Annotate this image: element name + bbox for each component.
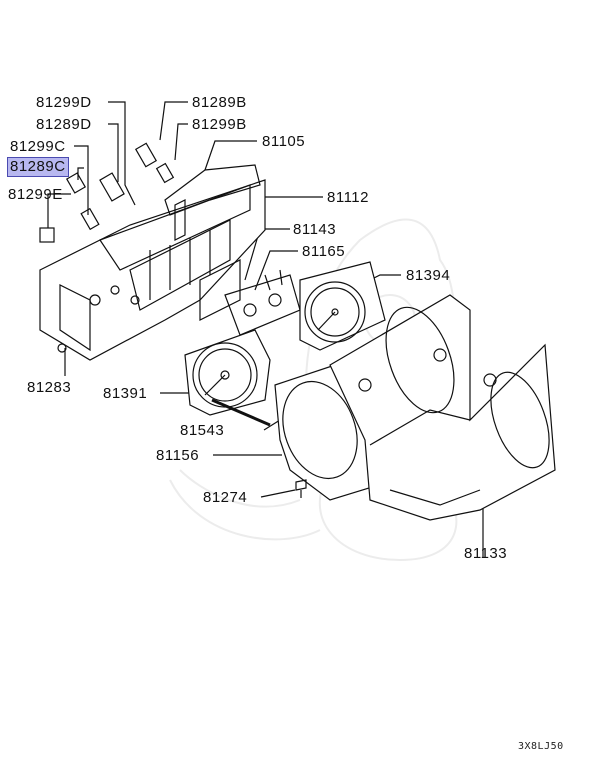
- callout-81394[interactable]: 81394: [406, 267, 451, 284]
- back-case-81112: [39, 164, 266, 361]
- callout-81299E[interactable]: 81299E: [8, 186, 63, 203]
- callout-81156[interactable]: 81156: [156, 447, 200, 464]
- drawing-code: 3X8LJ50: [518, 741, 564, 752]
- leader-lines: [47, 101, 484, 557]
- callout-81143[interactable]: 81143: [293, 221, 337, 238]
- callout-81165[interactable]: 81165: [302, 243, 346, 260]
- callout-81289C-highlighted[interactable]: 81289C: [7, 157, 69, 177]
- callout-81283[interactable]: 81283: [27, 379, 72, 396]
- callout-81133[interactable]: 81133: [464, 545, 508, 562]
- callout-81289D[interactable]: 81289D: [36, 116, 92, 133]
- gauge-81391: [184, 329, 271, 427]
- bulbs-sockets: [39, 142, 175, 353]
- callout-81299B[interactable]: 81299B: [192, 116, 247, 133]
- callout-81274[interactable]: 81274: [203, 489, 248, 506]
- hood-81133: [329, 294, 556, 521]
- callout-81112[interactable]: 81112: [327, 189, 369, 206]
- callout-81391[interactable]: 81391: [103, 385, 148, 402]
- callout-81299D[interactable]: 81299D: [36, 94, 92, 111]
- gauge-81394: [299, 261, 386, 351]
- callout-81289B[interactable]: 81289B: [192, 94, 247, 111]
- screw-81274: [295, 479, 307, 498]
- callout-81105[interactable]: 81105: [262, 133, 306, 150]
- callout-81543[interactable]: 81543: [180, 422, 225, 439]
- callout-81299C[interactable]: 81299C: [10, 138, 66, 155]
